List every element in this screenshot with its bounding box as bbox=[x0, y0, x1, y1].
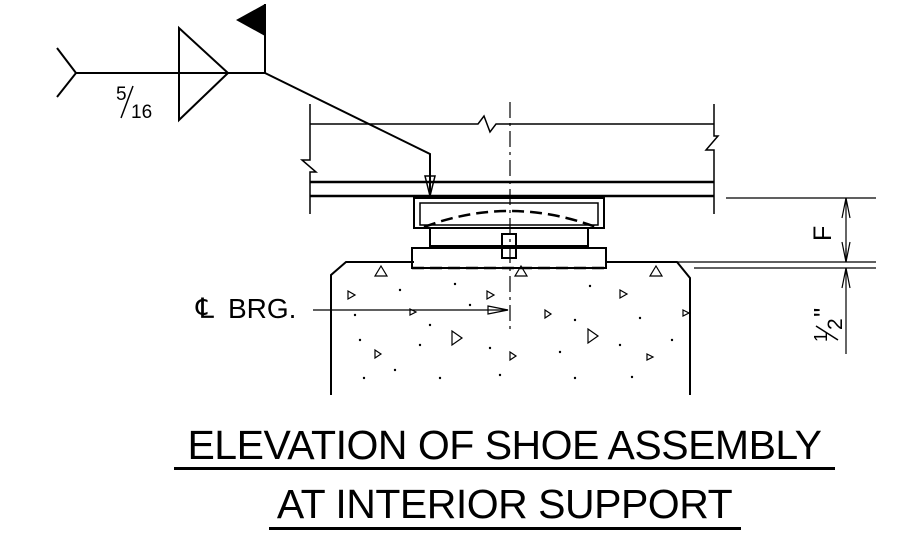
half-inch-unit: " bbox=[808, 308, 838, 317]
rocker-curve-hidden bbox=[423, 209, 597, 229]
girder-top-line bbox=[310, 114, 714, 134]
title-line-1-text: ELEVATION OF SHOE ASSEMBLY bbox=[187, 422, 822, 468]
dim-half-top-arrow-icon bbox=[841, 267, 851, 289]
bearing-label: BRG. bbox=[228, 293, 296, 324]
weld-size-fraction-slash bbox=[120, 85, 134, 119]
leader-arrowhead-icon bbox=[424, 175, 436, 197]
half-inch-denominator: 2 bbox=[824, 318, 847, 330]
half-inch-numerator: 1 bbox=[811, 332, 831, 342]
weld-leader-line bbox=[264, 72, 431, 196]
pintle bbox=[501, 233, 517, 259]
centerline-symbol: ℄ bbox=[195, 293, 214, 324]
title-line-1: ELEVATION OF SHOE ASSEMBLY bbox=[46, 422, 917, 469]
girder bbox=[299, 104, 720, 214]
pier-outline-left bbox=[330, 261, 414, 395]
pier-outline-right bbox=[606, 261, 691, 395]
dimension-f-label: F bbox=[809, 226, 837, 241]
dimension-half-inch-label: 1 2 " bbox=[808, 308, 847, 342]
weld-symbol bbox=[56, 4, 436, 197]
girder-web-left-break bbox=[299, 104, 319, 182]
title-line-2-text: AT INTERIOR SUPPORT bbox=[276, 481, 733, 527]
sole-plate-inner bbox=[419, 202, 599, 226]
girder-web-right-break bbox=[704, 104, 720, 182]
concrete-aggregate-hatch bbox=[347, 264, 691, 362]
weld-tail bbox=[56, 47, 78, 98]
dim-f-top-arrow-icon bbox=[841, 197, 851, 219]
title-line-2-underline bbox=[269, 527, 741, 530]
bearing-body bbox=[429, 227, 589, 247]
fillet-weld-symbol-icon bbox=[178, 25, 230, 123]
shoe-assembly bbox=[411, 197, 607, 270]
field-weld-flag-icon bbox=[236, 4, 265, 36]
weld-size-numerator: 5 bbox=[116, 84, 127, 105]
title-line-1-underline bbox=[174, 467, 835, 470]
weld-size-denominator: 16 bbox=[131, 102, 152, 123]
bearing-leader-arrowhead-icon bbox=[487, 305, 509, 315]
concrete-stipple bbox=[353, 282, 674, 380]
title-line-2: AT INTERIOR SUPPORT bbox=[46, 481, 917, 528]
vertical-dimensions bbox=[618, 197, 876, 354]
